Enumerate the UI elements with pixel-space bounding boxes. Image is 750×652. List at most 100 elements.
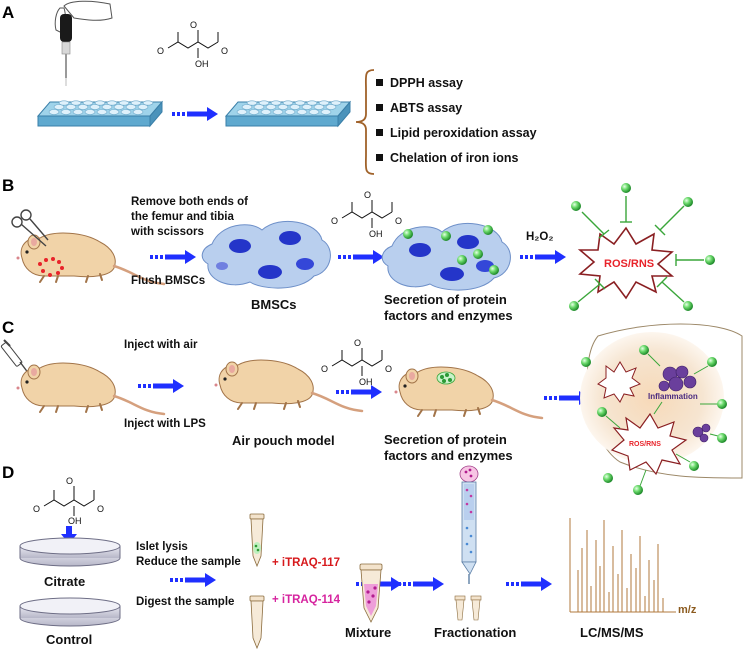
ros-burst-small-center [610,412,688,476]
petri-dish-control-icon [19,597,121,627]
bullet-icon [376,79,383,86]
inflammation-cells-icon [658,365,711,443]
green-factor-icon [569,301,579,311]
green-factor-icon [683,301,693,311]
rat-air-pouch-icon [213,358,364,413]
citrate-molecule-a [167,30,219,58]
mixture-tube-icon [359,563,383,623]
mz-axis-label: m/z [678,604,697,616]
ros-label: ROS/RNS [604,258,654,270]
green-factor-icon [581,357,591,367]
citrate-molecule-d [43,486,95,516]
assay-item: DPPH assay [390,76,463,90]
rat-treated-icon [393,365,544,420]
green-factor-icon [571,201,581,211]
green-factor-icon [705,255,715,265]
mixture-label: Mixture [345,625,391,640]
green-factor-icon [457,255,467,265]
green-factor-icon [683,197,693,207]
green-factor-icon [717,433,727,443]
assay-list: DPPH assay ABTS assay Lipid peroxidation… [376,76,537,165]
panel-letter-c: C [2,318,14,337]
green-factor-icon [597,407,607,417]
itraq-114-label: + iTRAQ-114 [272,594,341,606]
ros-burst-small-left [597,361,642,403]
process-arrow [338,250,384,264]
tube-control-icon [249,595,265,650]
reduce-sample-text: Reduce the sample [136,556,241,568]
inject-air-text: Inject with air [124,339,198,351]
molecule-hydroxyl-label: OH [68,516,82,526]
panel-letter-a: A [2,3,14,22]
citrate-molecule-b [341,200,393,228]
molecule-oxygen-label: O [97,504,104,514]
green-factor-icon [603,473,613,483]
assay-item: ABTS assay [390,101,462,115]
green-factor-icon [639,345,649,355]
assay-item: Chelation of iron ions [390,151,519,165]
secretion-text: Secretion of protein [384,292,507,307]
islet-lysis-text: Islet lysis [136,541,188,553]
molecule-oxygen-label: O [66,476,73,486]
digest-sample-text: Digest the sample [136,596,234,608]
bmscs-label: BMSCs [251,297,297,312]
flush-text: Flush BMSCs [131,275,205,287]
secretion-text: factors and enzymes [384,308,513,323]
h2o2-label: H₂O₂ [526,231,553,243]
green-factor-icon [621,183,631,193]
ros-label: ROS/RNS [629,441,661,448]
assay-item: Lipid peroxidation assay [390,126,537,140]
instruction-text: with scissors [130,226,204,238]
petri-dish-citrate-icon [19,537,121,567]
molecule-hydroxyl-label: OH [195,59,209,69]
green-factor-icon [483,225,493,235]
bullet-icon [376,129,383,136]
fractionation-column-icon [459,465,479,584]
itraq-117-label: + iTRAQ-117 [272,557,340,569]
bullet-icon [376,104,383,111]
secretion-pouch-marker [436,371,456,385]
molecule-oxygen-label: O [385,364,392,374]
process-arrow [150,250,196,264]
process-arrow [506,577,552,591]
tube-citrate-icon [249,513,265,568]
panel-letter-b: B [2,176,14,195]
instruction-text: Remove both ends of [131,196,248,208]
molecule-oxygen-label: O [157,46,164,56]
green-factor-icon [403,229,413,239]
green-factor-icon [489,265,499,275]
fraction-tubes-icon [454,595,482,621]
process-arrow [172,107,218,121]
inject-lps-text: Inject with LPS [124,418,206,430]
molecule-oxygen-label: O [331,216,338,226]
molecule-oxygen-label: O [321,364,328,374]
instruction-text: the femur and tibia [131,211,234,223]
process-arrow [398,577,444,591]
scissors-icon [11,209,49,247]
secretion-text: Secretion of protein [384,432,507,447]
green-factor-icon [707,357,717,367]
molecule-oxygen-label: O [354,338,361,348]
molecule-hydroxyl-label: OH [369,229,383,239]
citrate-label: Citrate [44,574,85,589]
fractionation-label: Fractionation [434,625,516,640]
air-pouch-label: Air pouch model [232,433,335,448]
inhibition-lines [577,196,704,303]
molecule-oxygen-label: O [190,20,197,30]
process-arrow [336,385,382,399]
pipette-hand-icon [54,0,113,86]
molecule-oxygen-label: O [221,46,228,56]
ros-burst-icon [577,226,675,300]
green-factor-icon [633,485,643,495]
green-factor-icon [717,399,727,409]
control-label: Control [46,632,92,647]
panel-letter-d: D [2,463,14,482]
process-arrow [520,250,566,264]
bullet-icon [376,154,383,161]
well-plate-icon [36,100,164,128]
assay-bracket [355,69,375,175]
molecule-hydroxyl-label: OH [359,377,373,387]
bone-marrow-marker [38,257,64,277]
bmsc-cells-icon [201,220,331,289]
